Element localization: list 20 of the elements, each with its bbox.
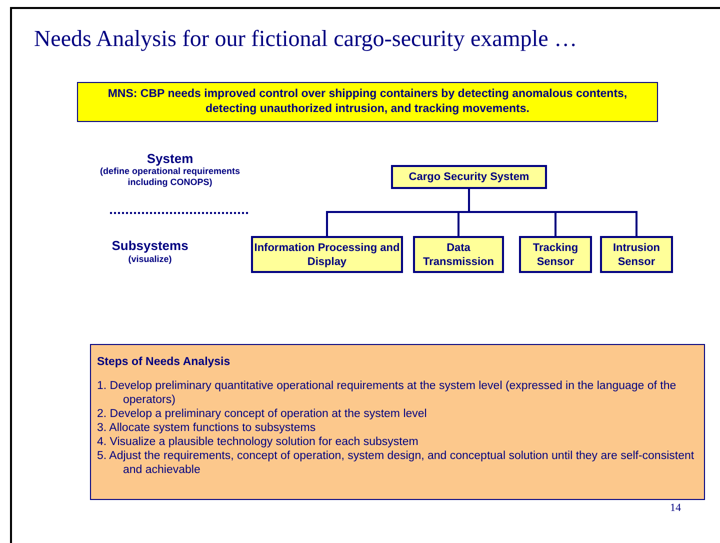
system-box: Intrusion Sensor [600,236,673,273]
step-item: 1. Develop preliminary quantitative operational requirements at the system level (expressed in the language of the operators) [97,379,678,407]
panel-heading: Steps of Needs Analysis [97,355,232,369]
system-box: Tracking Sensor [519,236,592,273]
system-box: Cargo Security System [391,165,547,189]
level-note: (define operational requirements including CONOPS) [98,166,242,188]
level-label: System [146,150,194,168]
step-item: 3. Allocate system functions to subsystems [97,421,317,435]
step-item: 5. Adjust the requirements, concept of operation, system design, and conceptual solution until they are self-consistent and achievable [97,449,696,477]
step-item: 2. Develop a preliminary concept of operation at the system level [97,407,428,421]
level-label: Subsystems [110,237,190,255]
page-number: 14 [670,501,681,516]
mission-statement-box: MNS: CBP needs improved control over shipping containers by detecting anomalous contents, detecting unauthorized intrusion, and tracking movements. [77,82,658,122]
slide-title: Needs Analysis for our fictional cargo-security example … [34,25,578,53]
connector-line [468,189,638,236]
steps-panel [90,344,705,500]
step-item: 4. Visualize a plausible technology solution for each subsystem [97,435,420,449]
level-note: (visualize) [127,253,173,266]
system-box: Data Transmission [413,236,504,273]
system-box: Information Processing and Display [251,236,403,273]
